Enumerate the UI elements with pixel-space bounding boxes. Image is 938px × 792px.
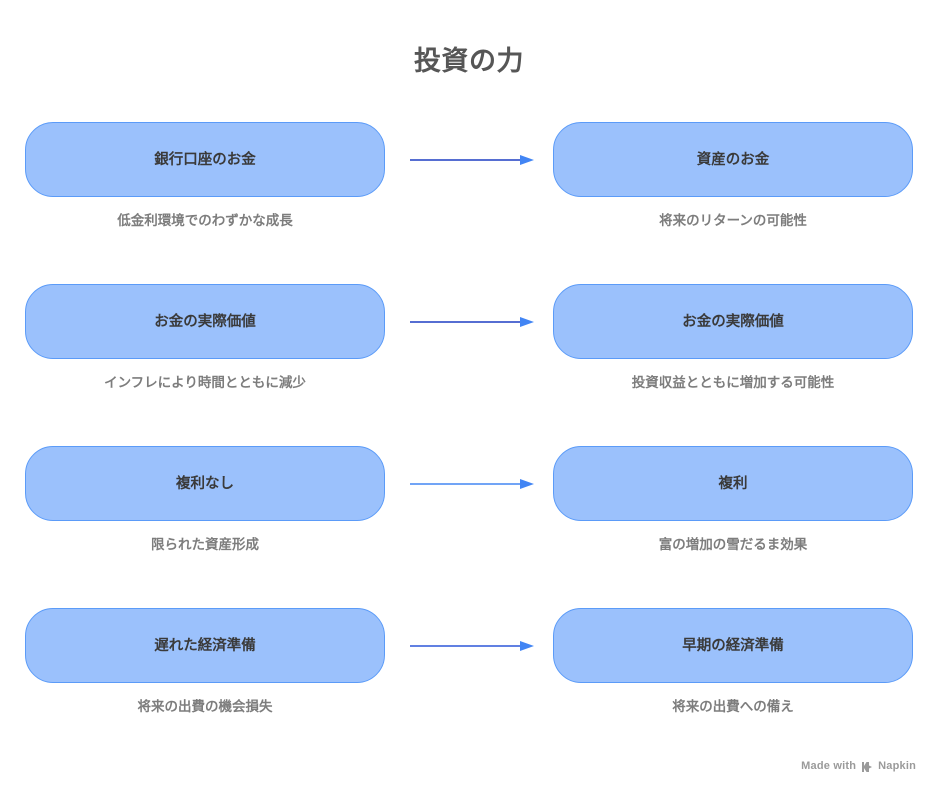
node-right[interactable]: 複利 bbox=[553, 446, 913, 521]
node-left[interactable]: 複利なし bbox=[25, 446, 385, 521]
page-title: 投資の力 bbox=[414, 46, 524, 76]
comparison-row: 複利なし 限られた資産形成 複利 富の増加の雪だるま効果 bbox=[0, 446, 938, 581]
node-right-label: 早期の経済準備 bbox=[682, 637, 784, 654]
node-left-caption: 低金利環境でのわずかな成長 bbox=[117, 213, 293, 228]
comparison-row: お金の実際価値 インフレにより時間とともに減少 お金の実際価値 投資収益とともに… bbox=[0, 284, 938, 419]
node-right-caption: 将来のリターンの可能性 bbox=[659, 213, 807, 228]
node-right[interactable]: 早期の経済準備 bbox=[553, 608, 913, 683]
comparison-row: 銀行口座のお金 低金利環境でのわずかな成長 資産のお金 将来のリターンの可能性 bbox=[0, 122, 938, 257]
node-left[interactable]: 遅れた経済準備 bbox=[25, 608, 385, 683]
node-right-caption: 富の増加の雪だるま効果 bbox=[658, 537, 808, 552]
node-left[interactable]: 銀行口座のお金 bbox=[25, 122, 385, 197]
arrow-right-icon bbox=[410, 152, 538, 168]
node-right-label: 複利 bbox=[718, 475, 748, 492]
node-right-label: 資産のお金 bbox=[696, 151, 770, 168]
node-left-caption: 限られた資産形成 bbox=[151, 537, 259, 552]
node-right-label: お金の実際価値 bbox=[682, 313, 784, 330]
node-left-caption: 将来の出費の機会損失 bbox=[137, 699, 273, 714]
comparison-row: 遅れた経済準備 将来の出費の機会損失 早期の経済準備 将来の出費への備え bbox=[0, 608, 938, 743]
node-left[interactable]: お金の実際価値 bbox=[25, 284, 385, 359]
node-left-label: お金の実際価値 bbox=[154, 313, 256, 330]
node-left-caption: インフレにより時間とともに減少 bbox=[104, 375, 306, 390]
node-right[interactable]: 資産のお金 bbox=[553, 122, 913, 197]
watermark-brand: Napkin bbox=[878, 760, 916, 772]
node-right[interactable]: お金の実際価値 bbox=[553, 284, 913, 359]
node-right-caption: 将来の出費への備え bbox=[672, 699, 794, 714]
arrow-right-icon bbox=[410, 476, 538, 492]
node-left-label: 複利なし bbox=[176, 475, 234, 492]
node-left-label: 遅れた経済準備 bbox=[154, 637, 256, 654]
arrow-right-icon bbox=[410, 314, 538, 330]
watermark-prefix: Made with bbox=[801, 760, 857, 772]
node-left-label: 銀行口座のお金 bbox=[154, 151, 256, 168]
arrow-right-icon bbox=[410, 638, 538, 654]
watermark: Made with Napkin bbox=[801, 760, 916, 772]
napkin-logo-icon bbox=[861, 761, 873, 773]
node-right-caption: 投資収益とともに増加する可能性 bbox=[631, 375, 835, 390]
